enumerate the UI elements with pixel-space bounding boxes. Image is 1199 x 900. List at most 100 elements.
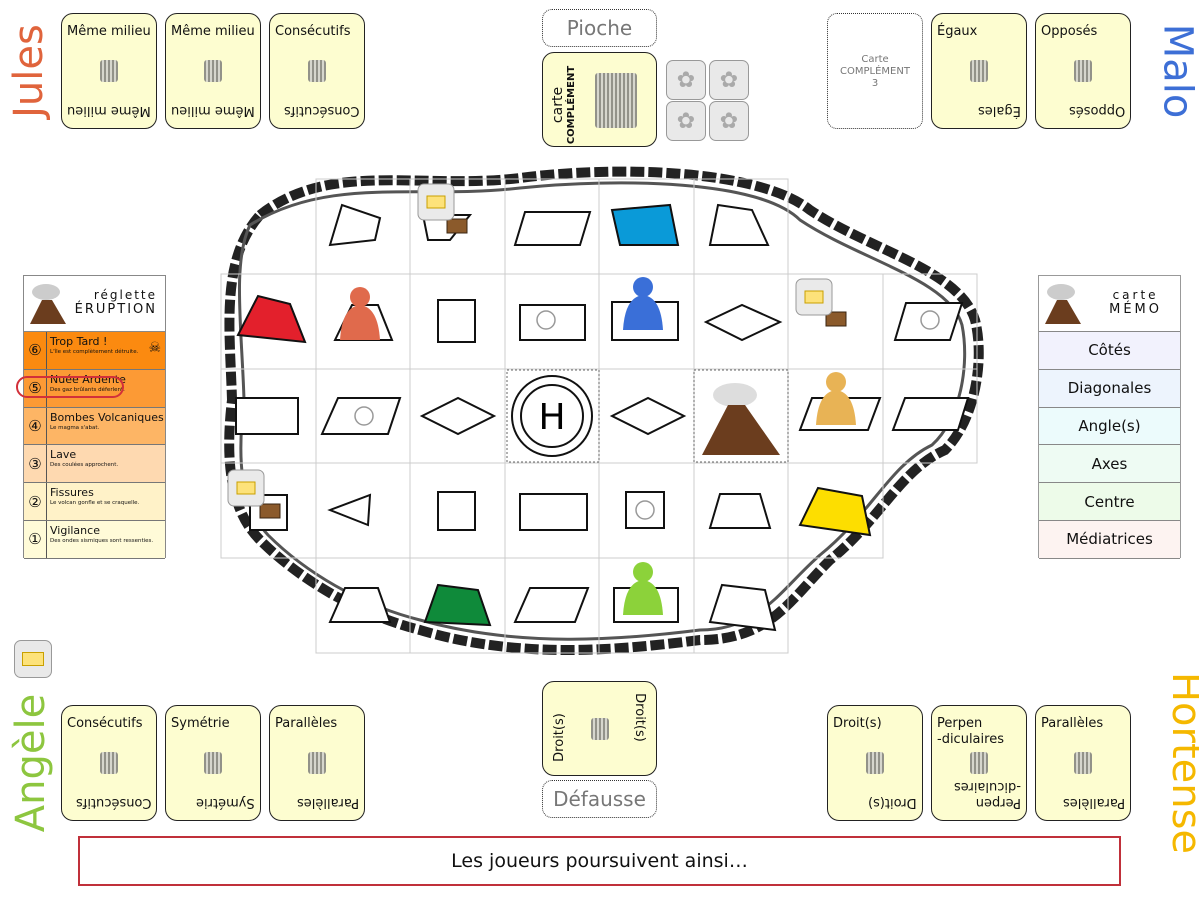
geometric-shape[interactable] bbox=[891, 397, 970, 431]
memo-item[interactable]: Angle(s) bbox=[1039, 407, 1180, 446]
pawn-head[interactable] bbox=[633, 562, 653, 582]
geometric-shape[interactable] bbox=[437, 491, 476, 531]
geometric-shape[interactable] bbox=[327, 493, 372, 527]
fan-tile[interactable]: ✿ bbox=[709, 101, 749, 141]
fan-icon[interactable] bbox=[635, 500, 655, 520]
fan-tile[interactable]: ✿ bbox=[666, 101, 706, 141]
fan-icon[interactable] bbox=[354, 406, 374, 426]
card-label-inverted: Symétrie bbox=[196, 795, 255, 810]
geometric-shape[interactable] bbox=[708, 493, 772, 529]
discard-card[interactable]: Droit(s) Droit(s) bbox=[542, 681, 657, 776]
pawn[interactable] bbox=[623, 580, 663, 615]
fan-tile[interactable]: ✿ bbox=[709, 60, 749, 100]
pawn[interactable] bbox=[816, 390, 856, 425]
level-number: ① bbox=[24, 520, 47, 558]
logo-icon bbox=[595, 73, 637, 128]
card-label: Symétrie bbox=[171, 716, 230, 731]
treasure-chest-icon[interactable] bbox=[259, 503, 281, 519]
geometric-shape[interactable] bbox=[419, 396, 497, 436]
geometric-shape[interactable] bbox=[893, 302, 964, 341]
pawn-head[interactable] bbox=[633, 277, 653, 297]
geometric-shape[interactable] bbox=[437, 299, 476, 343]
card-label: Parallèles bbox=[275, 716, 338, 731]
yellow-shape-icon[interactable] bbox=[236, 481, 256, 495]
volcano-cell[interactable] bbox=[693, 369, 789, 463]
memo-item[interactable]: Côtés bbox=[1039, 332, 1180, 370]
logo-icon bbox=[970, 752, 988, 774]
geometric-shape[interactable] bbox=[708, 583, 777, 632]
geometric-shape[interactable] bbox=[235, 397, 299, 435]
helipad-cell[interactable] bbox=[506, 369, 600, 463]
geometric-shape[interactable] bbox=[625, 491, 665, 529]
geometric-shape[interactable] bbox=[513, 587, 590, 623]
helipad-ring[interactable] bbox=[520, 384, 584, 448]
geometric-shape[interactable] bbox=[236, 294, 307, 344]
treasure-chest-icon[interactable] bbox=[825, 311, 847, 327]
treasure-chest-icon[interactable] bbox=[446, 218, 468, 234]
geometric-shape[interactable] bbox=[798, 486, 872, 537]
geometric-shape[interactable] bbox=[519, 493, 588, 531]
logo-icon bbox=[100, 60, 118, 82]
card-label: Perpen -diculaires bbox=[937, 716, 1004, 747]
geometric-shape[interactable] bbox=[423, 583, 492, 627]
card-label-inverted: Perpen -diculaires bbox=[954, 779, 1021, 810]
memo-item[interactable]: Diagonales bbox=[1039, 369, 1180, 408]
level-number: ② bbox=[24, 483, 47, 520]
pawn-head[interactable] bbox=[826, 372, 846, 392]
geometric-shape[interactable] bbox=[703, 303, 783, 342]
geometric-shape[interactable] bbox=[320, 397, 402, 435]
card-label-inverted: Parallèles bbox=[296, 795, 359, 810]
geometric-shape[interactable] bbox=[328, 587, 392, 623]
hand-card[interactable]: Droit(s)Droit(s) bbox=[827, 705, 923, 821]
geometric-shape[interactable] bbox=[708, 203, 770, 246]
logo-icon bbox=[1074, 60, 1092, 82]
board-cell[interactable] bbox=[882, 368, 978, 464]
board-cell[interactable] bbox=[787, 462, 884, 559]
volcano-icon[interactable] bbox=[702, 405, 780, 455]
volcano-smoke[interactable] bbox=[713, 383, 757, 407]
fan-icon[interactable] bbox=[920, 310, 940, 330]
pawn[interactable] bbox=[623, 295, 663, 330]
board-cell[interactable] bbox=[693, 557, 789, 654]
geometric-shape[interactable] bbox=[519, 304, 586, 341]
level-number: ⑥ bbox=[24, 332, 47, 369]
memo-item[interactable]: Axes bbox=[1039, 445, 1180, 484]
fan-tile[interactable]: ✿ bbox=[666, 60, 706, 100]
card-label: Égaux bbox=[937, 24, 978, 39]
helipad-letter[interactable]: H bbox=[538, 397, 565, 438]
yellow-shape-icon[interactable] bbox=[426, 195, 446, 209]
geometric-shape[interactable] bbox=[609, 396, 687, 436]
pawn[interactable] bbox=[340, 305, 380, 340]
logo-icon bbox=[308, 60, 326, 82]
memo-item[interactable]: Centre bbox=[1039, 483, 1180, 521]
geometric-shape[interactable] bbox=[513, 211, 592, 246]
geometric-shape[interactable] bbox=[328, 203, 382, 247]
slot-line: Carte bbox=[861, 54, 889, 65]
yellow-shape-tile[interactable] bbox=[14, 640, 52, 678]
level-desc: Des coulées approchent. bbox=[50, 462, 119, 469]
card-label-inverted: Droit(s) bbox=[551, 713, 567, 762]
yellow-shape-icon[interactable] bbox=[804, 290, 824, 304]
geometric-shape[interactable] bbox=[610, 203, 680, 246]
card-label: Droit(s) bbox=[833, 716, 882, 731]
discard-pile-label[interactable]: Défausse bbox=[542, 780, 657, 818]
logo-icon bbox=[1074, 752, 1092, 774]
memo-item[interactable]: Médiatrices bbox=[1039, 520, 1180, 559]
fan-icon[interactable] bbox=[536, 310, 556, 330]
pawn-head[interactable] bbox=[350, 287, 370, 307]
draw-pile-label[interactable]: Pioche bbox=[542, 9, 657, 47]
helipad-icon[interactable] bbox=[511, 375, 593, 457]
